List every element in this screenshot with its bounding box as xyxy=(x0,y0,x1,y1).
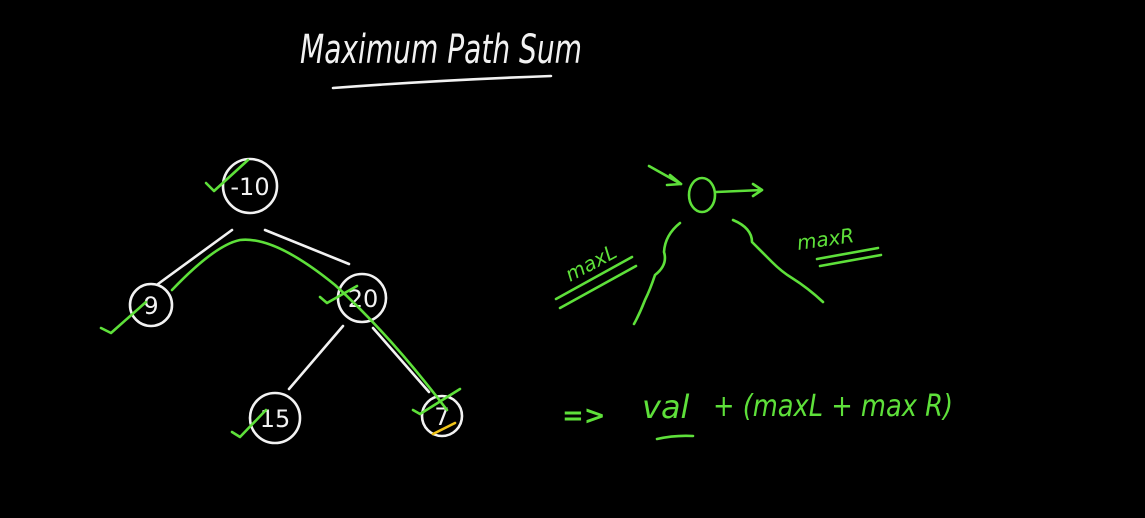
formula-rest: + (maxL + max R) xyxy=(713,389,953,424)
incoming-arrow-head xyxy=(665,173,683,187)
node-circle xyxy=(248,391,302,445)
check-mark-right-left xyxy=(230,408,268,439)
max-right-underline-2 xyxy=(818,253,883,268)
left-subtree-squiggle xyxy=(632,221,682,326)
formula-val: val xyxy=(642,388,690,426)
edge-right-rightright xyxy=(371,326,431,394)
check-marks xyxy=(99,158,462,439)
tree-node-root: -10 xyxy=(221,157,279,215)
edge-right-rightleft xyxy=(287,324,345,391)
node-value-label: -10 xyxy=(230,173,269,201)
edge-root-left xyxy=(156,228,234,286)
current-node-circle xyxy=(687,176,717,214)
max-path-highlight xyxy=(170,238,449,412)
node-circle xyxy=(128,282,174,328)
tree-node-left: 9 xyxy=(128,282,174,328)
node-value-label: 15 xyxy=(260,405,291,433)
recursion-sketch: maxL maxR xyxy=(554,164,883,326)
check-mark-root xyxy=(204,158,250,193)
node-circle xyxy=(420,394,464,438)
max-right-underline-1 xyxy=(815,246,880,261)
formula: => val + (maxL + max R) xyxy=(562,388,953,441)
edge-root-right xyxy=(263,228,351,266)
right-subtree-squiggle xyxy=(731,218,825,304)
implies-arrow: => xyxy=(562,401,606,431)
tree-node-right: 20 xyxy=(336,272,388,324)
check-mark-right-right xyxy=(411,387,462,416)
val-underline xyxy=(655,434,695,441)
tree-edges xyxy=(156,228,431,394)
max-right-label: maxR xyxy=(795,223,855,255)
outgoing-arrow-head xyxy=(751,182,764,198)
outgoing-arrow xyxy=(714,188,764,194)
check-mark-left xyxy=(99,300,148,335)
node-value-label: 9 xyxy=(143,292,158,320)
node-circle xyxy=(221,157,279,215)
max-left-underline-2 xyxy=(558,264,638,310)
title-underline xyxy=(331,74,553,90)
max-left-underline-1 xyxy=(554,255,634,301)
page-title: Maximum Path Sum xyxy=(300,27,582,73)
yellow-underline-mark xyxy=(431,421,457,436)
check-mark-right xyxy=(318,284,359,305)
